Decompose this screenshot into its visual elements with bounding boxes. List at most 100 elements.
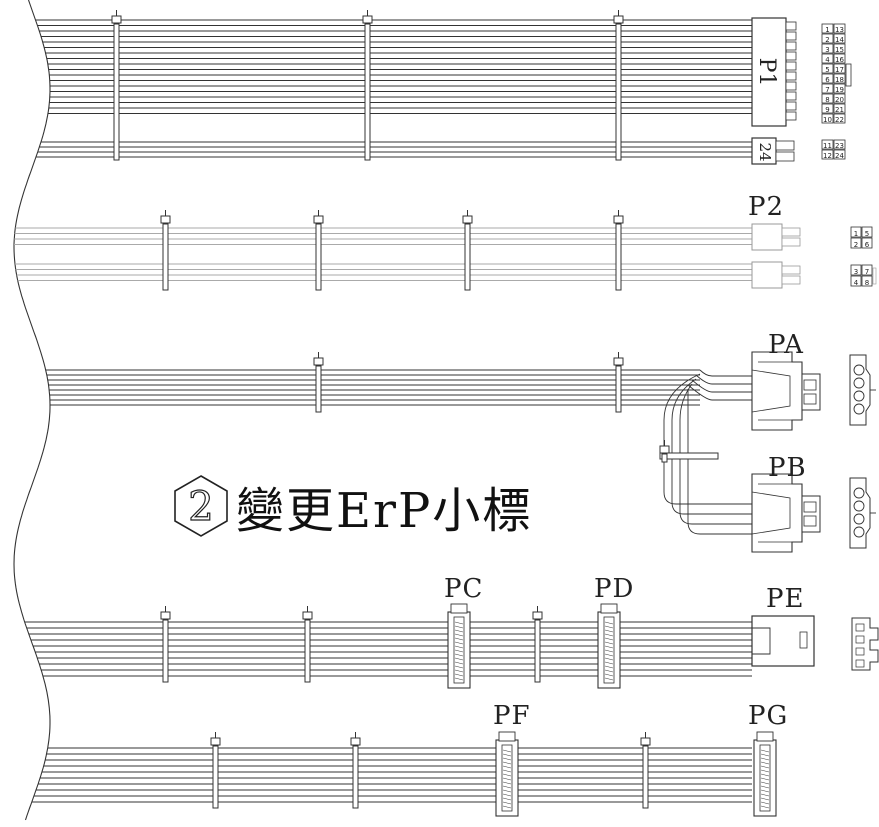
pin-number: 22 bbox=[835, 116, 844, 124]
molex-pin bbox=[803, 379, 817, 391]
pb-front-view bbox=[849, 477, 876, 549]
sata-pin bbox=[502, 769, 512, 773]
sata-pin bbox=[502, 797, 512, 801]
molex-housing bbox=[751, 351, 803, 431]
p1-pin bbox=[785, 31, 797, 41]
connector-pb bbox=[751, 473, 821, 553]
pin-number: 18 bbox=[835, 76, 844, 84]
molex-pin bbox=[803, 393, 817, 405]
tie-head bbox=[111, 15, 122, 24]
pin-number: 3 bbox=[825, 46, 829, 54]
p2-cable-tie bbox=[313, 210, 324, 291]
p1-pinout-latch bbox=[845, 63, 852, 87]
sata-pin bbox=[604, 657, 614, 661]
pin-cell bbox=[833, 43, 846, 54]
pin-cell bbox=[850, 275, 862, 287]
sata-pin bbox=[502, 781, 512, 785]
p2-wires-b bbox=[14, 263, 752, 281]
p1-pin bbox=[785, 81, 797, 91]
pin-cell bbox=[833, 93, 846, 104]
sata-pin bbox=[760, 785, 770, 789]
tie-head bbox=[613, 215, 624, 224]
sata-pin bbox=[604, 633, 614, 637]
pa-branch-wire bbox=[687, 384, 752, 401]
pin-number: 1 bbox=[825, 26, 829, 34]
sata-pin bbox=[760, 765, 770, 769]
p1-pin bbox=[785, 111, 797, 121]
tie-strap bbox=[304, 619, 311, 683]
tie-strap bbox=[661, 453, 668, 463]
pa-branch-wire bbox=[695, 374, 752, 385]
pa-cable-tie bbox=[313, 352, 324, 413]
pb-branch-wire bbox=[687, 388, 752, 535]
pin-number: 2 bbox=[825, 36, 829, 44]
label-p1-24: 24 bbox=[756, 142, 774, 161]
sata-pin bbox=[454, 637, 464, 641]
pe-step bbox=[752, 627, 771, 655]
label-pf: PF bbox=[493, 701, 531, 731]
sata-pin bbox=[454, 645, 464, 649]
molex-taper bbox=[751, 369, 791, 413]
connector-pa bbox=[751, 351, 821, 431]
sata-pin bbox=[454, 649, 464, 653]
sata-cap bbox=[498, 731, 516, 742]
tie-strap bbox=[642, 745, 649, 809]
pin-cell bbox=[821, 23, 834, 34]
sata-pin bbox=[604, 649, 614, 653]
p1-extra-pin bbox=[775, 151, 795, 162]
pin-cell bbox=[833, 73, 846, 84]
p2-pin bbox=[781, 275, 801, 285]
sata-pin bbox=[502, 777, 512, 781]
tie-head bbox=[613, 357, 624, 366]
pin-number: 23 bbox=[835, 142, 844, 150]
tie-strap bbox=[162, 619, 169, 683]
molex-pin-hole bbox=[853, 513, 865, 525]
tie-strap bbox=[615, 365, 622, 413]
connector-pg bbox=[753, 731, 777, 817]
pin-number: 20 bbox=[835, 96, 844, 104]
p2-pin bbox=[781, 227, 801, 237]
p2-cable-tie bbox=[613, 210, 624, 291]
pe-front-pin bbox=[855, 623, 865, 632]
pin-number: 16 bbox=[835, 56, 844, 64]
pe-front-pin bbox=[855, 635, 865, 644]
hexagon-number-badge: 2 bbox=[174, 475, 228, 537]
pe-latch bbox=[799, 631, 808, 649]
molex-front bbox=[801, 373, 821, 411]
connector-pc bbox=[447, 603, 471, 689]
sata-pin bbox=[502, 765, 512, 769]
tie-head bbox=[362, 15, 373, 24]
sata-pin bbox=[604, 641, 614, 645]
sata-pin bbox=[502, 801, 512, 805]
sata-pin bbox=[502, 773, 512, 777]
sata-pin bbox=[604, 665, 614, 669]
sata-pin bbox=[502, 749, 512, 753]
tie-strap bbox=[352, 745, 359, 809]
sata-slot bbox=[603, 616, 615, 684]
pin-number: 1 bbox=[854, 230, 858, 238]
p1-extra-wires bbox=[35, 141, 752, 158]
pin-number: 3 bbox=[854, 268, 858, 276]
pe-front-pin bbox=[855, 659, 865, 668]
p1-cable-tie bbox=[111, 10, 122, 161]
pin-number: 21 bbox=[835, 106, 844, 114]
pin-cell bbox=[850, 264, 862, 276]
sata-pin bbox=[604, 661, 614, 665]
label-p1: P1 bbox=[754, 58, 779, 87]
pin-cell bbox=[821, 113, 834, 124]
tie-strap bbox=[315, 223, 322, 291]
pin-number: 8 bbox=[825, 96, 829, 104]
sata-pin bbox=[454, 661, 464, 665]
connector-p1: P1 24 bbox=[751, 17, 797, 165]
label-pb: PB bbox=[768, 453, 807, 483]
sata-slot bbox=[453, 616, 465, 684]
sata-pin bbox=[604, 621, 614, 625]
tie-strap bbox=[162, 223, 169, 291]
p2-housing bbox=[751, 261, 783, 289]
pin-number: 4 bbox=[825, 56, 830, 64]
pin-number: 6 bbox=[865, 241, 870, 249]
pin-number: 5 bbox=[825, 66, 829, 74]
p1-extra-pin bbox=[775, 140, 795, 151]
sata-pin bbox=[502, 761, 512, 765]
